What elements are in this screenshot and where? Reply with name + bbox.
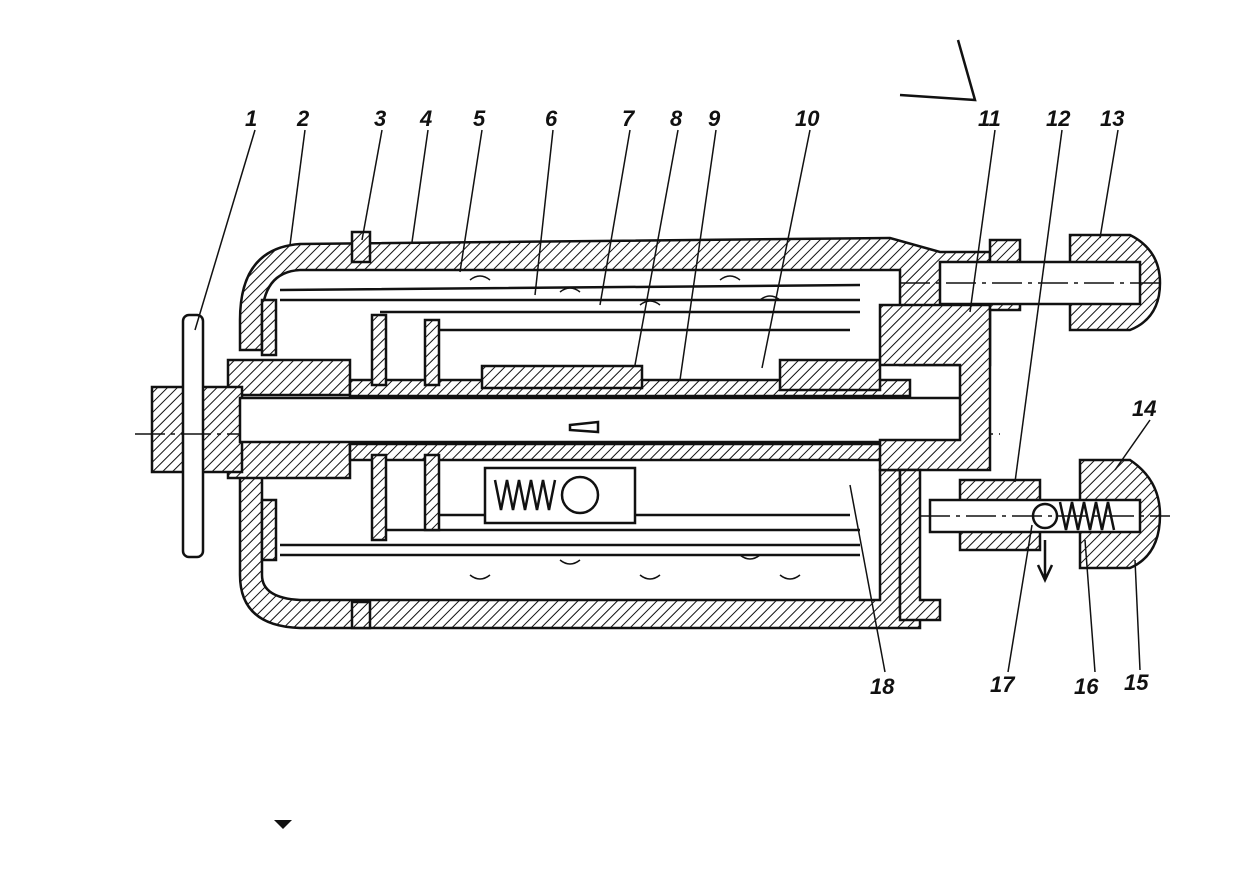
rotor-shaft	[238, 358, 982, 462]
callout-7: 7	[622, 106, 636, 131]
check-mark-icon	[899, 39, 977, 102]
relief-valve	[920, 458, 1170, 583]
callout-14: 14	[1132, 396, 1156, 421]
bearing-plates	[260, 298, 441, 562]
callout-1: 1	[245, 106, 257, 131]
callout-12: 12	[1046, 106, 1071, 131]
callout-2: 2	[296, 106, 310, 131]
triangle-down-icon	[274, 820, 292, 829]
callout-6: 6	[545, 106, 558, 131]
callout-8: 8	[670, 106, 683, 131]
callout-16: 16	[1074, 674, 1099, 699]
callout-15: 15	[1124, 670, 1149, 695]
callout-13: 13	[1100, 106, 1124, 131]
callout-5: 5	[473, 106, 486, 131]
callout-4: 4	[419, 106, 432, 131]
armature-windings	[279, 275, 861, 580]
callout-9: 9	[708, 106, 721, 131]
end-cap	[878, 303, 992, 622]
callout-10: 10	[795, 106, 820, 131]
callout-11: 11	[978, 106, 1001, 131]
callout-17: 17	[990, 672, 1016, 697]
drive-coupling	[135, 313, 1000, 559]
internal-valve-spring	[483, 466, 637, 525]
callout-labels: 1 2 3 4 5 6 7 8 9 10 11 12 13 14 18 17 1…	[245, 106, 1156, 699]
leader-lines	[194, 129, 1151, 673]
callout-3: 3	[374, 106, 386, 131]
callout-18: 18	[870, 674, 895, 699]
